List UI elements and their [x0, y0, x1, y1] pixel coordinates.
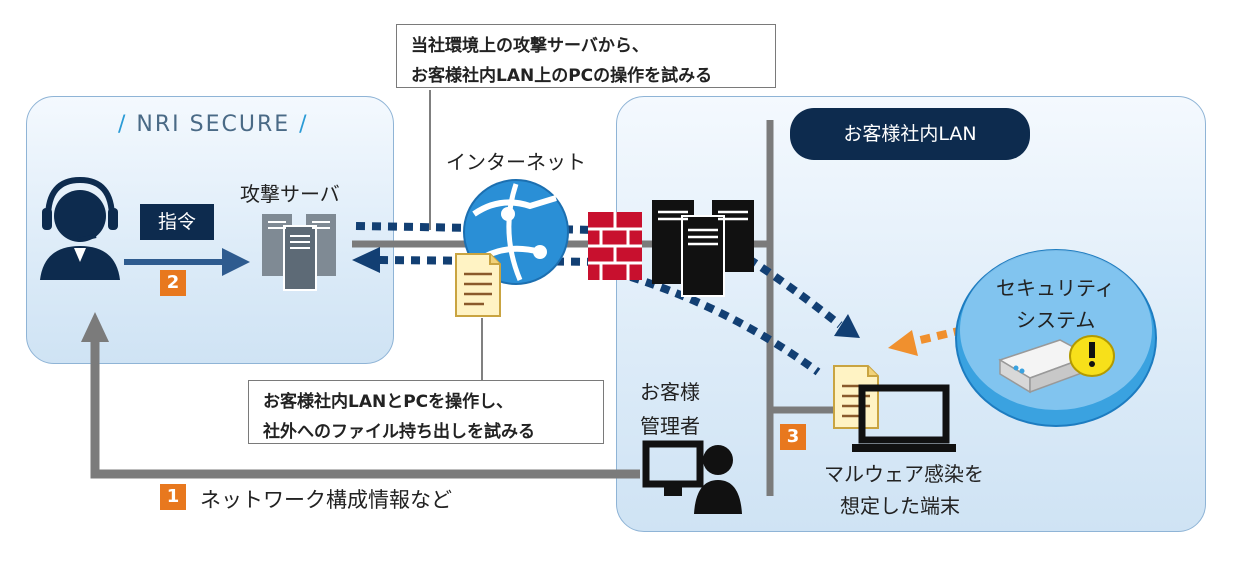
- attack-dotted-down-1: [732, 246, 843, 329]
- callout-top-line2: お客様社内LAN上のPCの操作を試みる: [411, 66, 713, 86]
- attack-dotted-down-2: [598, 264, 821, 376]
- lan-servers-icon: [652, 200, 754, 297]
- alert-arrowhead: [888, 330, 918, 356]
- security-system-icon: [955, 249, 1157, 427]
- terminal-label-line2: 想定した端末: [840, 494, 960, 518]
- admin-label-line1: お客様: [640, 380, 700, 404]
- attack-server-label: 攻撃サーバ: [240, 182, 340, 206]
- exfil-arrowhead: [352, 247, 380, 273]
- attack-dotted-out: [355, 222, 601, 234]
- terminal-label-line1: マルウェア感染を: [824, 462, 984, 486]
- operator-icon: [40, 176, 120, 280]
- attack-server-icon: [262, 214, 336, 291]
- step-1-badge: 1: [160, 484, 186, 510]
- logo-slash-right: /: [299, 112, 309, 137]
- nri-secure-logo: / NRI SECURE /: [118, 112, 309, 137]
- alert-dotted: [911, 322, 981, 346]
- security-label-line1: セキュリティ: [996, 276, 1115, 300]
- security-label-line2: システム: [1016, 308, 1096, 332]
- lan-title-badge: お客様社内LAN: [790, 108, 1030, 160]
- firewall-icon: [588, 212, 642, 280]
- laptop-icon: [852, 384, 956, 452]
- logo-slash-left: /: [118, 112, 128, 137]
- callout-mid-line1: お客様社内LANとPCを操作し、: [263, 392, 514, 412]
- callout-mid-line2: 社外へのファイル持ち出しを試みる: [263, 422, 535, 442]
- callout-mid: お客様社内LANとPCを操作し、 社外へのファイル持ち出しを試みる: [248, 380, 604, 444]
- feedback-path: [90, 340, 640, 479]
- command-badge: 指令: [140, 204, 214, 240]
- network-info-label: ネットワーク構成情報など: [200, 488, 452, 512]
- step-3-badge: 3: [780, 424, 806, 450]
- document-icon-exfil: [455, 253, 501, 317]
- feedback-arrowhead: [81, 312, 109, 342]
- internet-label: インターネット: [446, 150, 586, 174]
- attack-arrowhead-1: [834, 314, 860, 338]
- admin-icon: [642, 440, 742, 514]
- command-arrowhead: [222, 248, 250, 276]
- callout-top: 当社環境上の攻撃サーバから、 お客様社内LAN上のPCの操作を試みる: [396, 24, 776, 88]
- admin-label-line2: 管理者: [640, 414, 700, 438]
- step-2-badge: 2: [160, 270, 186, 296]
- logo-text: NRI SECURE: [136, 112, 291, 137]
- callout-top-line1: 当社環境上の攻撃サーバから、: [411, 36, 649, 56]
- document-icon-terminal: [833, 365, 879, 429]
